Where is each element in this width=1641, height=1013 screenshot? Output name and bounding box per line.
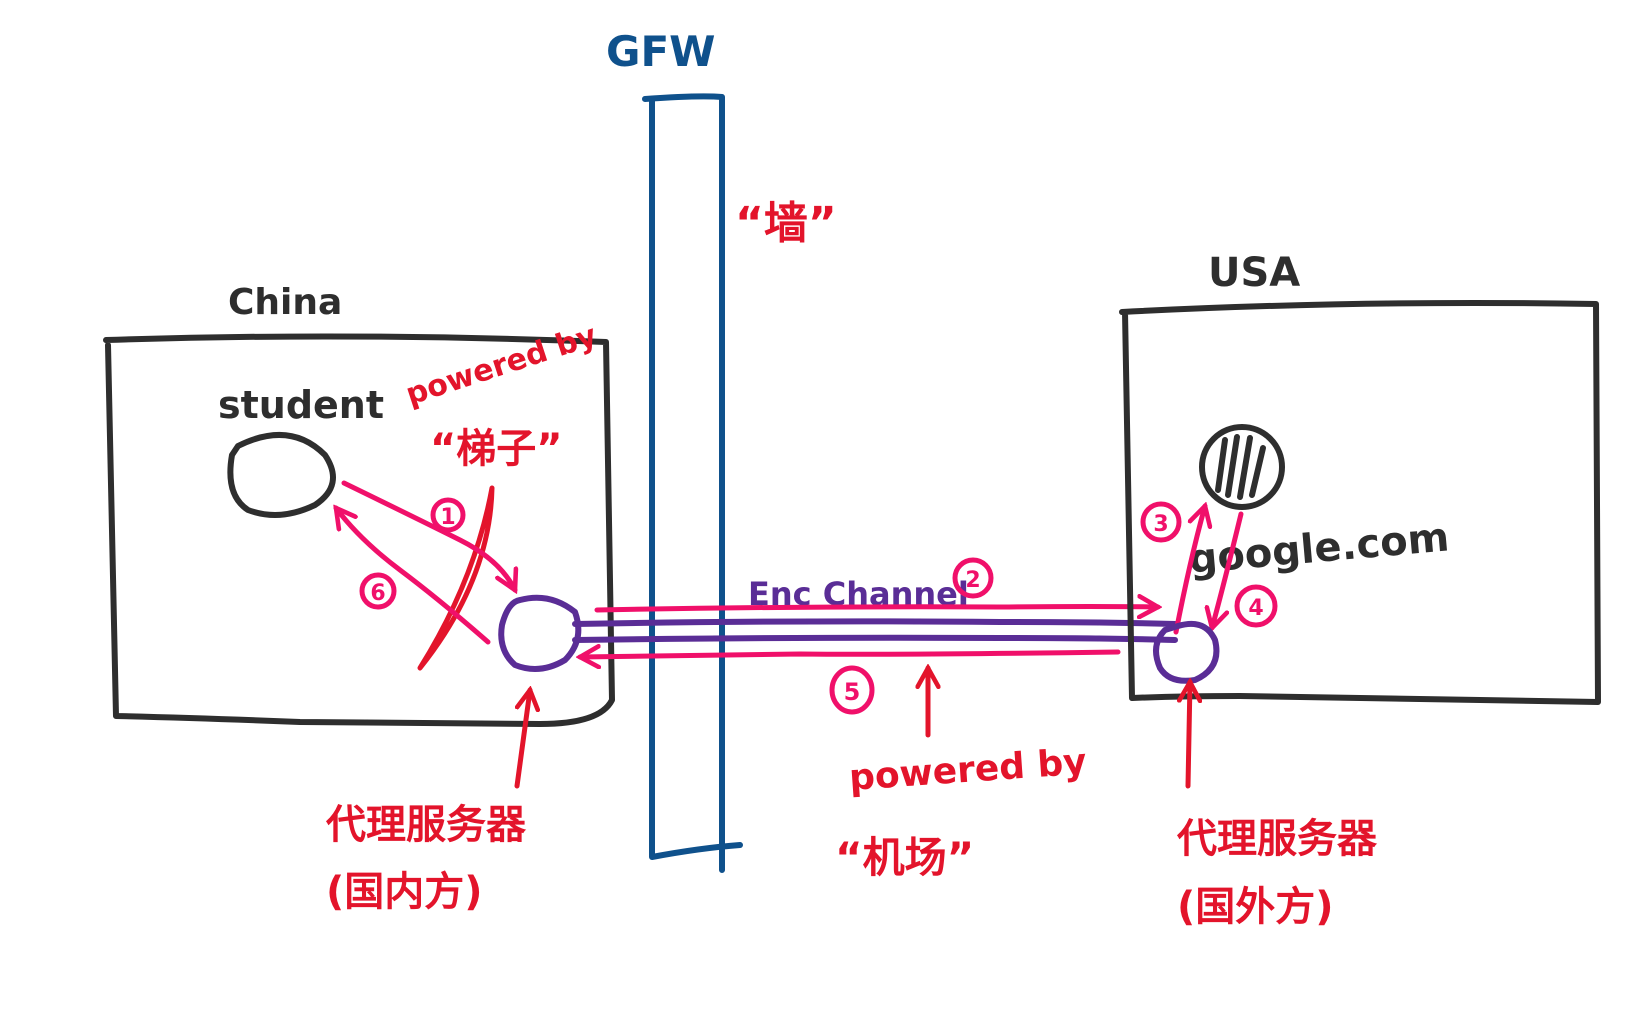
student-label: student bbox=[218, 383, 384, 427]
ladder-note-line2: “梯子” bbox=[430, 426, 563, 472]
step-2-badge: 2 bbox=[952, 557, 994, 599]
step-4-badge: 4 bbox=[1234, 584, 1278, 628]
step-4-arrow bbox=[1212, 511, 1244, 628]
usa-proxy-label-line1: 代理服务器 bbox=[1176, 816, 1378, 862]
step-5-arrow bbox=[580, 652, 1121, 657]
wall-right-edge bbox=[642, 93, 725, 873]
channel-note-line1: powered by bbox=[848, 741, 1088, 798]
gfw-title: GFW bbox=[606, 27, 716, 76]
step-3-badge: 3 bbox=[1140, 501, 1182, 543]
china-proxy-label-line2: (国内方) bbox=[326, 869, 483, 915]
wall-left-edge bbox=[649, 98, 743, 860]
crossed-out-stroke bbox=[417, 485, 495, 671]
china-proxy-node bbox=[498, 594, 582, 672]
usa-proxy-label-line2: (国外方) bbox=[1177, 884, 1334, 930]
usa-proxy-node bbox=[1153, 620, 1220, 684]
great-firewall bbox=[642, 93, 743, 873]
google-server-node bbox=[1199, 424, 1285, 510]
usa-label: USA bbox=[1208, 250, 1300, 296]
svg-text:4: 4 bbox=[1248, 596, 1263, 621]
step-5-badge: 5 bbox=[829, 665, 875, 715]
step-6-arrow bbox=[336, 508, 491, 645]
usa-proxy-pointer-arrow bbox=[1188, 682, 1190, 789]
step-1-badge: 1 bbox=[430, 497, 466, 533]
step-2-arrow bbox=[594, 607, 1158, 611]
china-label: China bbox=[228, 282, 342, 323]
channel-line-top bbox=[572, 618, 1178, 627]
student-node bbox=[227, 431, 336, 518]
wall-label: “墙” bbox=[735, 198, 837, 249]
step-1-arrow bbox=[341, 480, 515, 590]
step-3-arrow bbox=[1173, 506, 1205, 635]
china-region-box bbox=[103, 333, 615, 727]
channel-note-line2: “机场” bbox=[835, 833, 974, 882]
step-6-badge: 6 bbox=[359, 572, 397, 610]
svg-text:5: 5 bbox=[844, 678, 861, 706]
svg-text:2: 2 bbox=[965, 568, 980, 593]
svg-text:1: 1 bbox=[440, 505, 455, 530]
ladder-note-line1: powered by bbox=[402, 318, 602, 413]
svg-text:6: 6 bbox=[370, 581, 385, 606]
china-proxy-label-line1: 代理服务器 bbox=[325, 802, 527, 848]
usa-region-box bbox=[1119, 300, 1601, 705]
channel-line-bottom bbox=[572, 634, 1178, 643]
svg-text:3: 3 bbox=[1153, 512, 1168, 537]
china-proxy-pointer-arrow bbox=[514, 690, 530, 789]
